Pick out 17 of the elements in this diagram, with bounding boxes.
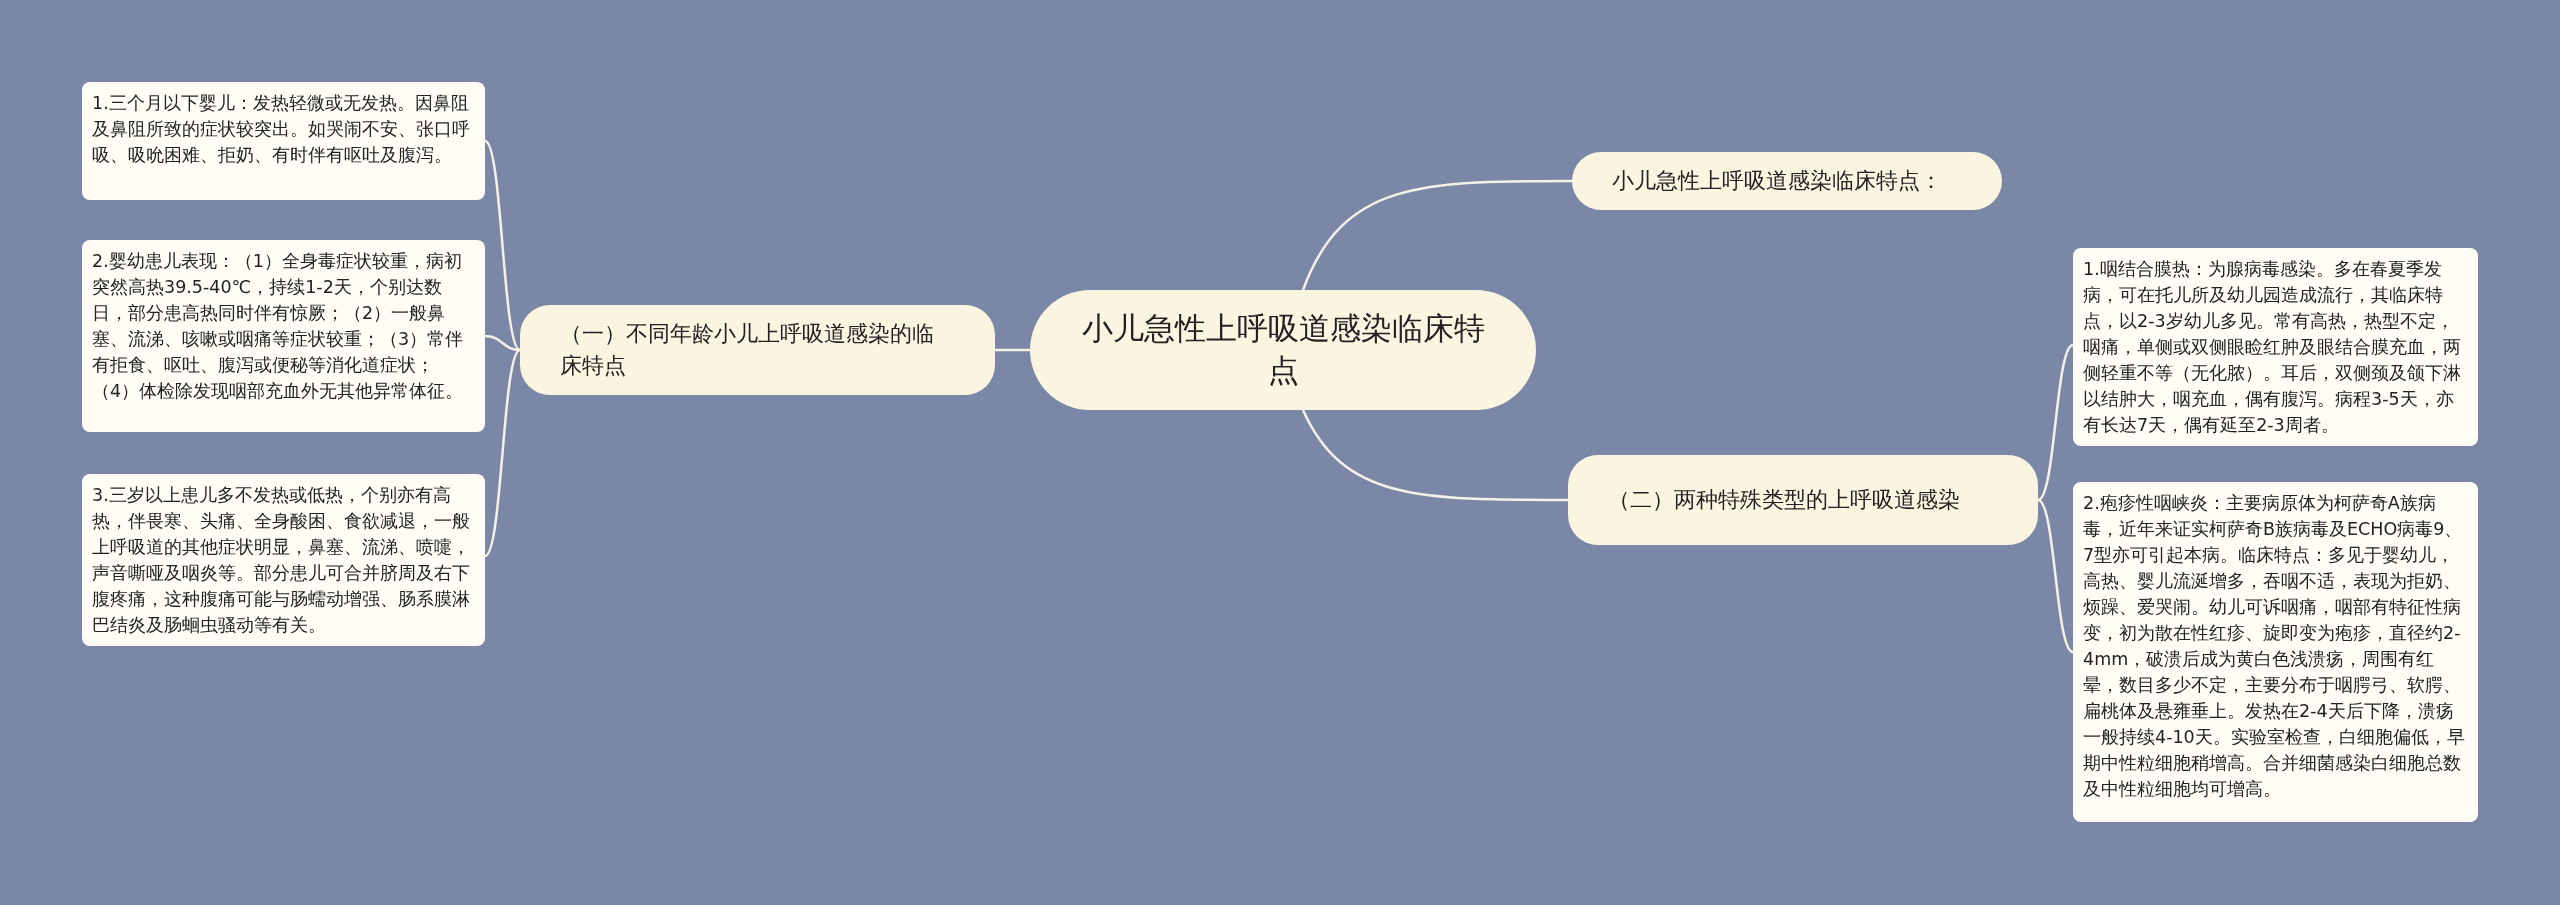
text-card: 1.咽结合膜热：为腺病毒感染。多在春夏季发病，可在托儿所及幼儿园造成流行，其临床特点，以2-3岁幼儿多见。常有高热，热型不定，咽痛，单侧或双侧眼睑红肿及眼结合膜充血，两侧轻重不等（无化脓）。耳后，双侧颈及颌下淋以结肿大，咽充血，偶有腹泻。病程3-5天，亦有长达7天，偶有延至2-3周者。 — [2073, 248, 2478, 446]
topic-box: （一）不同年龄小儿上呼吸道感染的临床特点 — [520, 305, 995, 395]
topic-box: 小儿急性上呼吸道感染临床特点： — [1572, 152, 2002, 210]
connector-line — [484, 349, 521, 557]
text-card: 2.疱疹性咽峡炎：主要病原体为柯萨奇A族病毒，近年来证实柯萨奇B族病毒及ECHO病毒9、7型亦可引起本病。临床特点：多见于婴幼儿，高热、婴儿流涎增多，吞咽不适，表现为拒奶、烦躁、爱哭闹。幼儿可诉咽痛，咽部有特征性病变，初为散在性红疹、旋即变为疱疹，直径约2-4mm，破溃后成为黄白色浅溃疡，周围有红晕，数目多少不定，主要分布于咽腭弓、软腭、扁桃体及悬雍垂上。发热在2-4天后下降，溃疡一般持续4-10天。实验室检查，白细胞偏低，早期中性粒细胞稍增高。合并细菌感染白细胞总数及中性粒细胞均可增高。 — [2073, 482, 2478, 822]
connector-line — [484, 140, 521, 351]
text-card: 2.婴幼患儿表现：（1）全身毒症状较重，病初突然高热39.5-40℃，持续1-2天，个别达数日，部分患高热同时伴有惊厥；（2）一般鼻塞、流涕、咳嗽或咽痛等症状较重；（3）常伴有拒食、呕吐、腹泻或便秘等消化道症状；（4）体检除发现咽部充血外无其他异常体征。 — [82, 240, 485, 432]
topic-box: （二）两种特殊类型的上呼吸道感染 — [1568, 455, 2038, 545]
text-card: 3.三岁以上患儿多不发热或低热，个别亦有高热，伴畏寒、头痛、全身酸困、食欲减退，一般上呼吸道的其他症状明显，鼻塞、流涕、喷嚏，声音嘶哑及咽炎等。部分患儿可合并脐周及右下腹疼痛，这种腹痛可能与肠蠕动增强、肠系膜淋巴结炎及肠蛔虫骚动等有关。 — [82, 474, 485, 646]
connector-line — [1301, 179, 1572, 291]
connector-line — [2037, 499, 2074, 653]
connector-line — [995, 348, 1030, 352]
text-card: 1.三个月以下婴儿：发热轻微或无发热。因鼻阻及鼻阻所致的症状较突出。如哭闹不安、张口呼吸、吸吮困难、拒奶、有时伴有呕吐及腹泻。 — [82, 82, 485, 200]
connector-line — [484, 334, 521, 352]
connector-line — [1301, 409, 1568, 502]
central-topic: 小儿急性上呼吸道感染临床特点 — [1030, 290, 1536, 410]
connector-line — [2037, 344, 2074, 501]
